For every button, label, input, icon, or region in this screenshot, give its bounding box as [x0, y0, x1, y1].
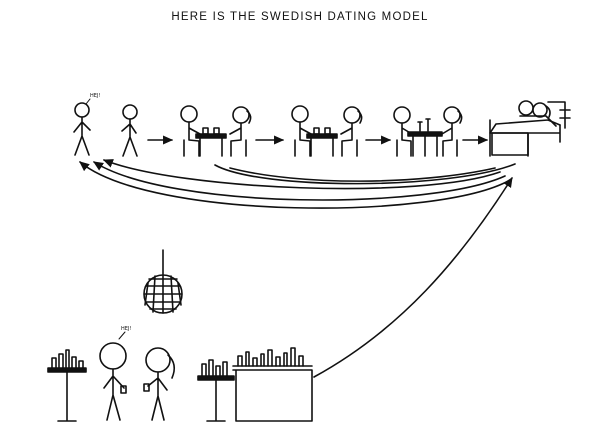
speech-hej-club: HEJ! — [121, 326, 131, 332]
bar-table-left-icon — [47, 349, 87, 422]
stage-fika-1 — [180, 105, 252, 157]
bar-counter-icon — [232, 347, 313, 422]
person-left-figure — [73, 102, 91, 156]
speech-hej-top: HEJ! — [90, 93, 100, 99]
arrow-club-to-bed — [313, 177, 513, 378]
arrow-return-3 — [79, 161, 511, 209]
person-right-figure — [121, 104, 138, 157]
stage-dinner — [393, 106, 463, 157]
arrow-return-1 — [102, 159, 501, 190]
diagram-title: HERE IS THE SWEDISH DATING MODEL — [171, 11, 429, 23]
stage-greeting: HEJ! — [73, 93, 138, 157]
arrow-return-5 — [229, 167, 496, 182]
couple-drinking-icon: HEJ! — [99, 326, 176, 421]
disco-ball-icon — [143, 249, 183, 314]
arrow-return-4 — [214, 163, 516, 185]
arrow-return-2 — [93, 161, 506, 201]
stage-fika-2 — [291, 105, 363, 157]
bar-table-right-icon — [197, 359, 235, 422]
stage-bed — [489, 100, 571, 157]
